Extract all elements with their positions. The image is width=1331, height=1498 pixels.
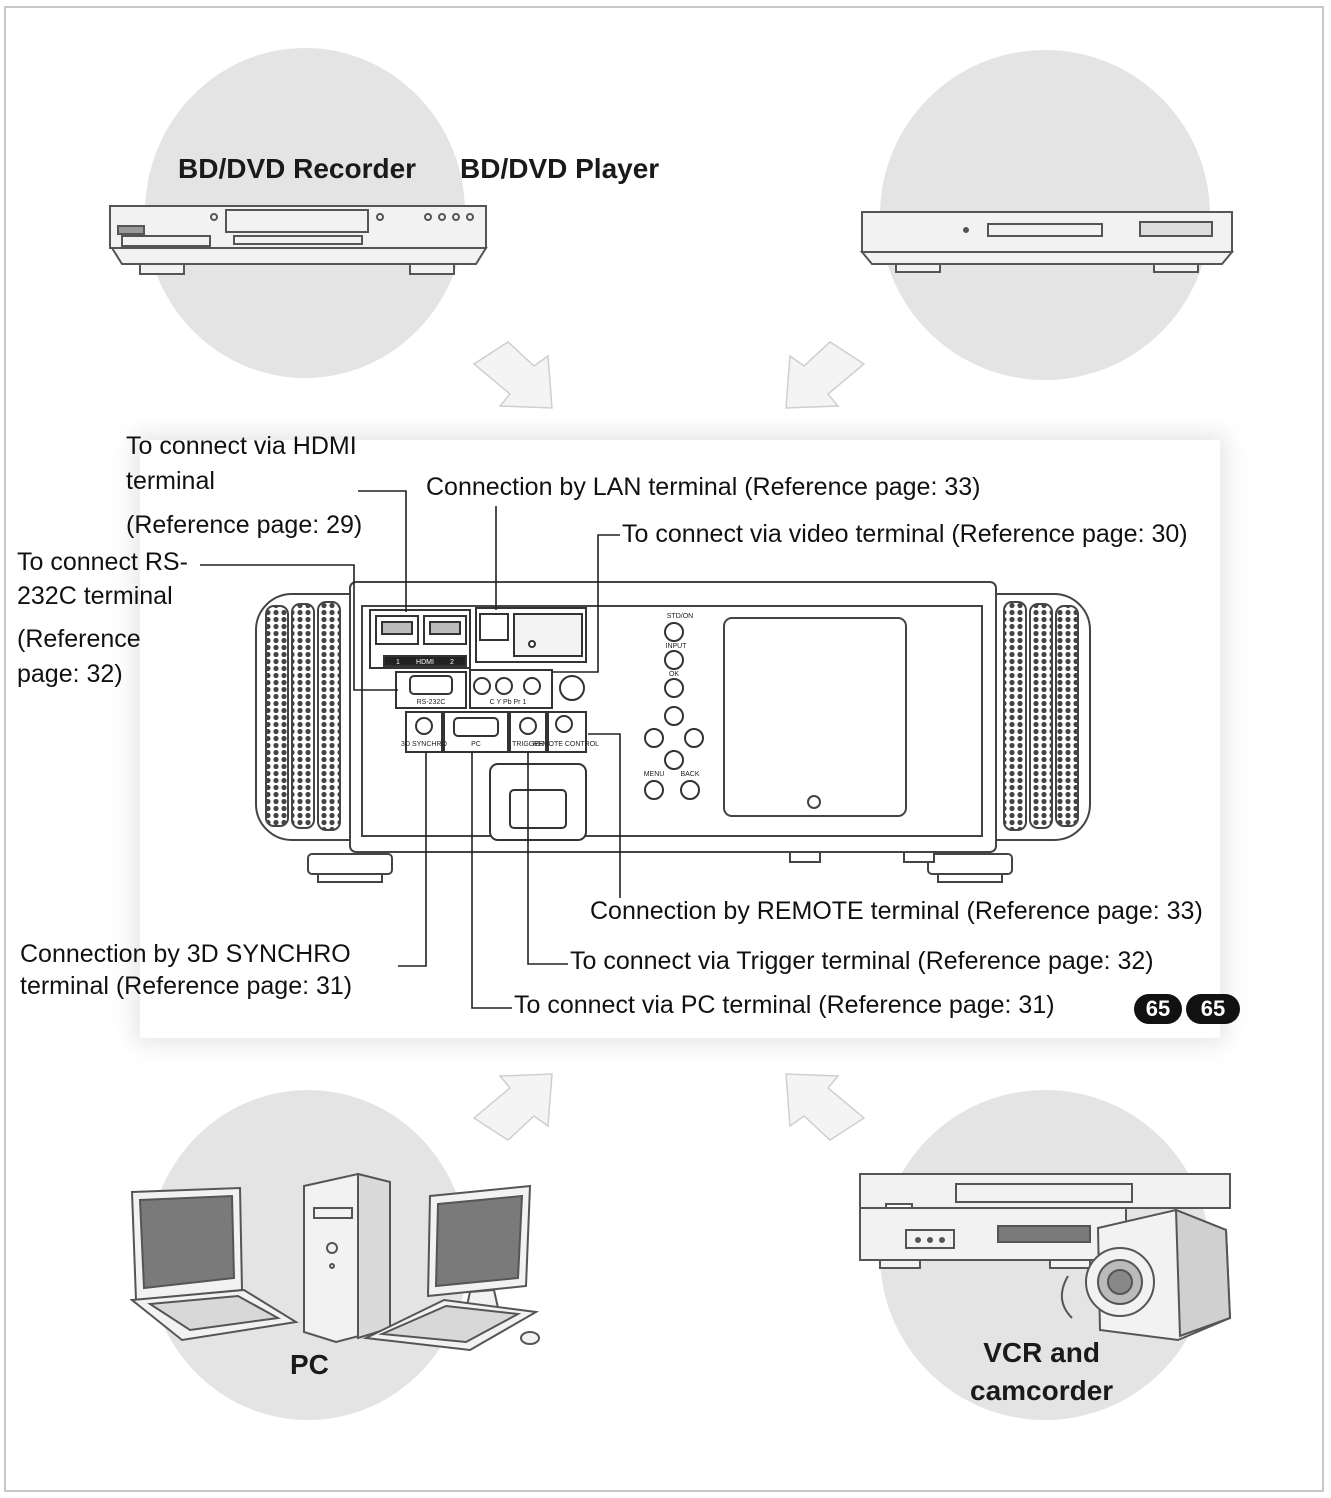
callout-3d-synchro-line2: terminal (Reference page: 31) [20, 972, 353, 1000]
port-label-rs232c: RS-232C [417, 699, 446, 706]
callout-3d-synchro-line1: Connection by 3D SYNCHRO [20, 940, 351, 968]
vcr-camcorder-label: VCR and camcorder [970, 1337, 1114, 1406]
callout-video: To connect via video terminal (Reference… [622, 520, 1188, 548]
callout-rs232c-line4: page: 32) [17, 660, 123, 688]
arrow-icon-top-right [785, 341, 866, 409]
button-label-menu: MENU [644, 771, 665, 778]
page-badge: 65 [1186, 994, 1240, 1024]
port-label-remote: REMOTE CONTROL [533, 741, 599, 748]
callout-trigger: To connect via Trigger terminal (Referen… [570, 947, 1154, 975]
bd-recorder-illustration [109, 205, 488, 275]
port-label-hdmi: HDMI [416, 659, 434, 666]
bd-player-label: BD/DVD Player [460, 153, 660, 184]
page-frame [4, 6, 1324, 1492]
pc-illustration [129, 1172, 540, 1352]
port-label-trigger: TRIGGER [512, 741, 544, 748]
page-badge: 65 [1134, 994, 1182, 1024]
arrow-icon-top-left [472, 341, 553, 409]
port-label-video: C Y Pb Pr 1 [490, 699, 527, 706]
arrow-icon-bottom-left [472, 1073, 553, 1141]
button-label-input: INPUT [666, 643, 688, 650]
bd-player-illustration [859, 211, 1235, 273]
callout-rs232c-line1: To connect RS- [17, 548, 188, 576]
leader-lines [200, 490, 621, 1009]
callout-remote: Connection by REMOTE terminal (Reference… [590, 897, 1203, 925]
button-label-standby: STD/ON [667, 613, 693, 620]
callout-lan: Connection by LAN terminal (Reference pa… [426, 473, 981, 501]
button-label-ok: OK [669, 671, 679, 678]
button-label-back: BACK [680, 771, 699, 778]
port-label-sync: 3D SYNCHRO [401, 741, 447, 748]
pc-label: PC [290, 1349, 329, 1380]
port-label-hdmi-2: 2 [450, 659, 454, 666]
arrow-icon-bottom-right [785, 1073, 866, 1141]
port-label-hdmi-1: 1 [396, 659, 400, 666]
port-label-pc: PC [471, 741, 481, 748]
vcr-camcorder-illustration [859, 1173, 1232, 1342]
callout-hdmi-reference: (Reference page: 29) [126, 511, 363, 539]
arrow-icons [472, 341, 866, 1141]
callout-hdmi-line2: terminal [126, 467, 215, 495]
callout-hdmi-line1: To connect via HDMI [126, 432, 357, 460]
callout-rs232c-line3: (Reference [17, 625, 141, 653]
callout-pc: To connect via PC terminal (Reference pa… [514, 991, 1055, 1019]
callout-rs232c-line2: 232C terminal [17, 582, 173, 610]
bd-recorder-label: BD/DVD Recorder [178, 153, 417, 184]
